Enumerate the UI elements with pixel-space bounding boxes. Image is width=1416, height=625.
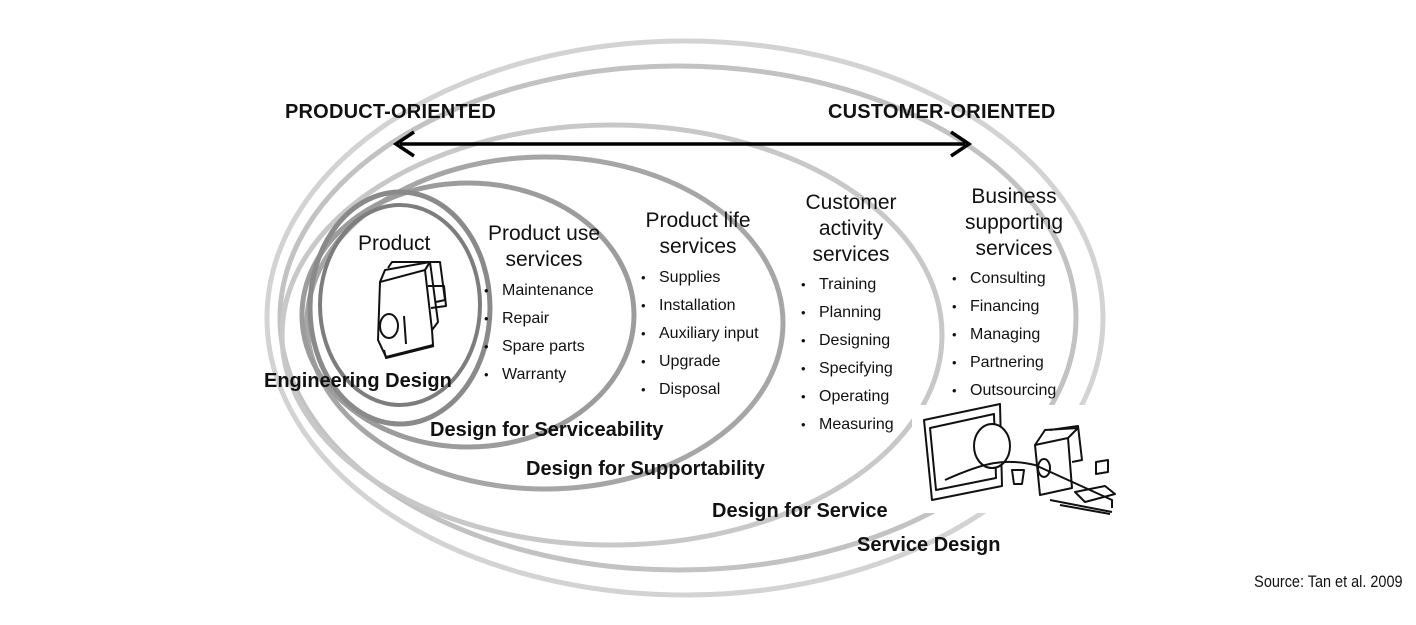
list-item: Auxiliary input xyxy=(641,320,759,348)
design-for-serviceability-ring xyxy=(299,180,637,450)
list-item: Disposal xyxy=(641,376,759,404)
product-machine-sketch-icon xyxy=(377,261,447,359)
design-for-service-ring xyxy=(279,122,945,548)
list-item: Installation xyxy=(641,292,759,320)
machine-dial xyxy=(379,313,399,339)
desk-lines xyxy=(1049,499,1113,515)
design-for-serviceability-label: Design for Serviceability xyxy=(430,419,664,441)
arrow-right-head xyxy=(950,130,973,158)
list-item: Repair xyxy=(484,305,594,333)
product-title: Product xyxy=(358,232,431,255)
list-item: Spare parts xyxy=(484,333,594,361)
orientation-arrow xyxy=(392,130,973,158)
business-supporting-services-title: Business supporting services xyxy=(964,185,1064,260)
engineering-design-label: Engineering Design xyxy=(264,370,452,392)
list-item: Managing xyxy=(952,321,1056,349)
monitor-screen xyxy=(929,413,997,491)
monitor-frame xyxy=(923,403,1003,501)
workstation-sketch-icon xyxy=(923,403,1116,515)
design-for-service-label: Design for Service xyxy=(712,500,888,522)
product-life-services-title: Product life services xyxy=(645,209,751,258)
service-design-ring-inner xyxy=(277,63,1079,573)
list-item: Operating xyxy=(801,383,894,411)
machine-back-unit xyxy=(387,261,446,303)
workstation-backdrop xyxy=(912,405,1127,513)
product-oriented-label: PRODUCT-ORIENTED xyxy=(285,101,496,123)
product-use-services-list: Maintenance Repair Spare parts Warranty xyxy=(484,277,594,389)
customer-oriented-label: CUSTOMER-ORIENTED xyxy=(828,101,1056,123)
list-item: Designing xyxy=(801,327,894,355)
list-item: Planning xyxy=(801,299,894,327)
design-for-supportability-label: Design for Supportability xyxy=(526,458,765,480)
mini-machine-unit xyxy=(1049,425,1083,463)
paper-stack xyxy=(1074,485,1116,503)
arrow-left-head xyxy=(392,130,415,158)
business-supporting-services-list: Consulting Financing Managing Partnering… xyxy=(952,265,1056,405)
list-item: Maintenance xyxy=(484,277,594,305)
cup xyxy=(1011,469,1025,485)
engineering-design-ring-inner xyxy=(318,203,482,407)
design-for-supportability-ring xyxy=(304,154,786,492)
list-item: Consulting xyxy=(952,265,1056,293)
list-item: Financing xyxy=(952,293,1056,321)
list-item: Warranty xyxy=(484,361,594,389)
list-item: Measuring xyxy=(801,411,894,439)
customer-activity-services-list: Training Planning Designing Specifying O… xyxy=(801,271,894,439)
product-life-services-list: Supplies Installation Auxiliary input Up… xyxy=(641,264,759,404)
desk-edge xyxy=(944,460,1113,508)
source-citation: Source: Tan et al. 2009 xyxy=(1254,572,1403,591)
mini-machine-dial xyxy=(1037,458,1051,478)
list-item: Upgrade xyxy=(641,348,759,376)
service-design-label: Service Design xyxy=(857,534,1001,556)
list-item: Specifying xyxy=(801,355,894,383)
phone xyxy=(1095,459,1109,475)
list-item: Outsourcing xyxy=(952,377,1056,405)
product-use-services-title: Product use services xyxy=(487,222,601,271)
list-item: Supplies xyxy=(641,264,759,292)
mini-machine xyxy=(1034,437,1073,496)
machine-base xyxy=(383,345,435,359)
monitor-graphic xyxy=(973,423,1011,469)
list-item: Partnering xyxy=(952,349,1056,377)
machine-line xyxy=(403,315,407,345)
service-design-ring-outer xyxy=(264,38,1106,598)
customer-activity-services-title: Customer activity services xyxy=(805,191,897,266)
machine-panel xyxy=(428,285,447,309)
list-item: Training xyxy=(801,271,894,299)
machine-right-face xyxy=(424,261,439,331)
